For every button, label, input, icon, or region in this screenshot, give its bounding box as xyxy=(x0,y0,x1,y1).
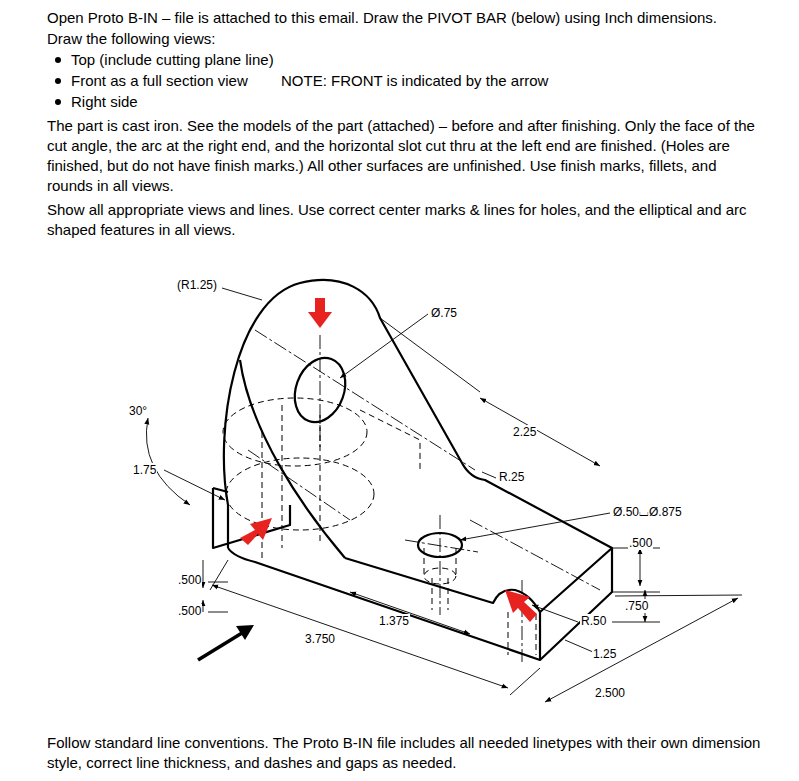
linear-dimension: 1.375 xyxy=(378,614,410,628)
object-lines xyxy=(213,280,612,660)
angle-dimension: 30° xyxy=(128,404,148,418)
linear-dimension: .500 xyxy=(177,573,202,587)
radius-dimension: R.50 xyxy=(580,614,607,628)
bullet-item: Top (include cutting plane line) xyxy=(71,50,274,70)
radius-dimension: R.25 xyxy=(498,470,525,484)
footer-paragraph: Follow standard line conventions. The Pr… xyxy=(47,733,765,773)
center-lines xyxy=(248,330,600,662)
bullet-item: Right side xyxy=(71,92,138,112)
bullet-item: Front as a full section view xyxy=(71,71,248,91)
linear-dimension: 2.500 xyxy=(594,686,626,700)
linear-dimension: .500 xyxy=(177,604,202,618)
linear-dimension: .750 xyxy=(624,599,649,613)
instruction-text: Open Proto B-IN – file is attached to th… xyxy=(47,8,792,28)
diameter-dimension: Ø.75 xyxy=(430,306,458,320)
linear-dimension: 1.75 xyxy=(132,463,157,477)
bullet-dots xyxy=(55,57,61,105)
linear-dimension: 2.25 xyxy=(512,425,537,439)
counterbore-callout: Ø.50⌴Ø.875 xyxy=(612,505,683,519)
note-text: NOTE: FRONT is indicated by the arrow xyxy=(281,71,548,91)
instruction-paragraph: Show all appropriate views and lines. Us… xyxy=(47,200,765,240)
view-arrows xyxy=(240,298,537,622)
instruction-paragraph: The part is cast iron. See the models of… xyxy=(47,116,765,196)
linear-dimension: .500 xyxy=(628,536,653,550)
linear-dimension: 1.25 xyxy=(592,647,617,661)
hidden-lines xyxy=(223,398,536,655)
radius-dimension: (R1.25) xyxy=(176,278,218,292)
dimension-lines xyxy=(146,288,742,702)
linear-dimension: 3.750 xyxy=(304,632,336,646)
front-arrow xyxy=(198,625,254,660)
instruction-text: Draw the following views: xyxy=(47,29,215,49)
